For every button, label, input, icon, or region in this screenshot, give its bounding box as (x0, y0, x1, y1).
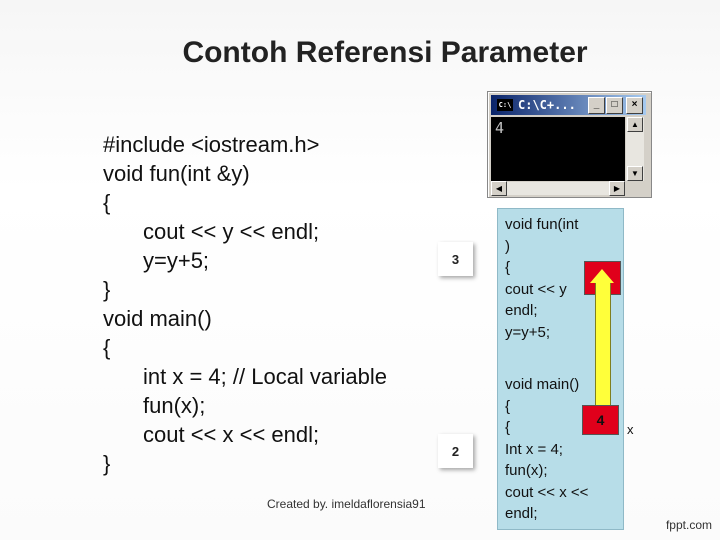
memory-cell-x: 4 (582, 405, 619, 435)
panel-code-line: void fun(int (505, 216, 579, 233)
step-marker-2: 2 (438, 434, 473, 468)
code-line: void main() (103, 306, 212, 331)
watermark-text: fppt.com (665, 518, 712, 532)
code-line: int x = 4; // Local variable (143, 364, 387, 389)
main-code-block: void main() { { Int x = 4; fun(x); cout << x … (505, 374, 588, 525)
console-window: C:\ C:\C+... _ □ × 4 ▲ ▼ ◀ ▶ (487, 91, 652, 198)
panel-code-line: ) (505, 237, 510, 255)
panel-code-line: { (505, 419, 511, 436)
code-line: { (103, 190, 111, 215)
code-line: cout << x << endl; (143, 422, 320, 447)
scroll-left-icon[interactable]: ◀ (491, 181, 507, 196)
maximize-button[interactable]: □ (606, 97, 623, 114)
panel-code-line: endl; (505, 505, 538, 522)
panel-code-line: { (505, 397, 511, 415)
code-line: fun(x); (143, 393, 206, 418)
code-listing: #include <iostream.h> void fun(int &y) { co… (103, 130, 387, 478)
slide-title: Contoh Referensi Parameter (182, 36, 588, 69)
panel-code-line: Int x = 4; (505, 440, 563, 458)
minimize-button[interactable]: _ (588, 97, 605, 114)
console-output: 4 (491, 117, 625, 181)
scroll-up-icon[interactable]: ▲ (627, 117, 643, 132)
vertical-scrollbar[interactable]: ▲ ▼ (626, 117, 644, 181)
code-line: { (103, 335, 111, 360)
console-icon: C:\ (497, 99, 513, 111)
panel-code-line: fun(x); (505, 462, 548, 479)
code-line: #include <iostream.h> (103, 132, 320, 157)
panel-code-line: endl; (505, 302, 538, 319)
credit-text: Created by. imeldaflorensia91 (267, 497, 426, 511)
panel-code-line: void main() (505, 376, 580, 393)
panel-code-line: cout << y (505, 280, 567, 298)
close-button[interactable]: × (626, 97, 643, 114)
code-line: void fun(int &y) (103, 161, 250, 186)
code-line: } (103, 451, 111, 476)
arrow-head-icon (590, 269, 614, 283)
scroll-down-icon[interactable]: ▼ (627, 166, 643, 181)
fun-code-block: void fun(int) { cout << y endl; y=y+5; (505, 214, 578, 343)
memory-diagram-panel: void fun(int) { cout << y endl; y=y+5; void … (497, 208, 624, 530)
console-titlebar[interactable]: C:\ C:\C+... _ □ × (491, 95, 646, 115)
panel-code-line: y=y+5; (505, 323, 551, 341)
code-line: cout << y << endl; (143, 219, 320, 244)
scroll-right-icon[interactable]: ▶ (609, 181, 625, 196)
horizontal-scrollbar[interactable]: ◀ ▶ (491, 181, 625, 196)
step-marker-3: 3 (438, 242, 473, 276)
code-line: y=y+5; (143, 248, 210, 273)
panel-code-line: { (505, 259, 511, 276)
reference-arrow (595, 279, 611, 411)
console-title: C:\C+... (518, 98, 576, 112)
code-line: } (103, 277, 111, 302)
memory-label-x: x (627, 422, 634, 437)
panel-code-line: cout << x << (505, 483, 589, 501)
